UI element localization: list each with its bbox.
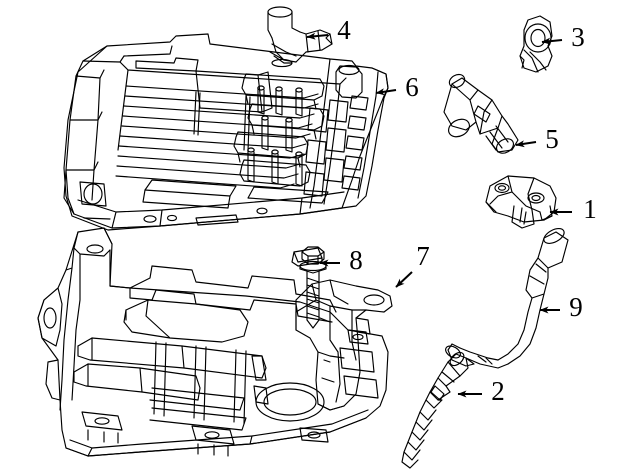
part-crankshaft-position-sensor	[443, 73, 519, 154]
callout-number-6: 6	[405, 72, 419, 102]
part-spark-plug	[401, 351, 469, 469]
leader-line-5	[515, 140, 537, 148]
leader-line-6	[375, 88, 397, 96]
callout-number-9: 9	[569, 292, 583, 322]
callout-number-3: 3	[571, 22, 585, 52]
callout-layer	[306, 32, 572, 398]
part-pcv-valve-elbow	[267, 6, 333, 68]
callout-number-5: 5	[545, 124, 559, 154]
leader-line-3	[541, 37, 563, 45]
callout-numbers: 1 2 3 4 5 6 7 8 9	[337, 15, 597, 406]
callout-number-2: 2	[491, 376, 505, 406]
callout-number-7: 7	[416, 241, 430, 271]
part-camshaft-position-sensor	[519, 15, 553, 73]
leader-line-7	[395, 271, 413, 288]
callout-number-4: 4	[337, 15, 351, 45]
callout-number-8: 8	[349, 245, 363, 275]
leader-line-4	[306, 32, 329, 40]
part-engine-cover-upper	[63, 33, 389, 231]
callout-number-1: 1	[583, 194, 597, 224]
part-ignition-coil-bracket	[485, 175, 557, 229]
part-engine-cover-lower	[37, 227, 389, 457]
